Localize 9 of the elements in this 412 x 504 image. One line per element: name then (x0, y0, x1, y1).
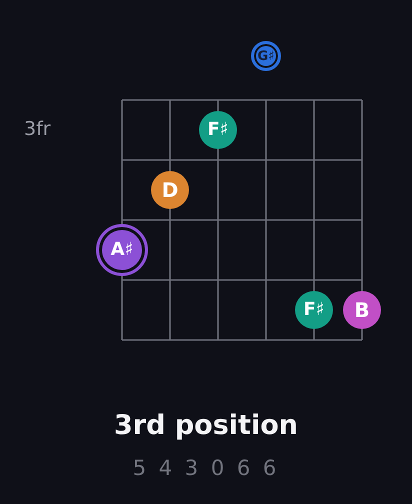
chord-title: 3rd position (114, 410, 298, 441)
open-string-marker: G♯ (251, 41, 281, 71)
root-note-dot: A♯ (96, 224, 148, 276)
fingering-numbers: 5 4 3 0 6 6 (132, 456, 280, 480)
fret-number: 3fr (24, 118, 51, 140)
note-dot: F♯ (295, 291, 333, 329)
note-dot: D (151, 171, 189, 209)
note-dot: B (343, 291, 381, 329)
note-dot: F♯ (199, 111, 237, 149)
